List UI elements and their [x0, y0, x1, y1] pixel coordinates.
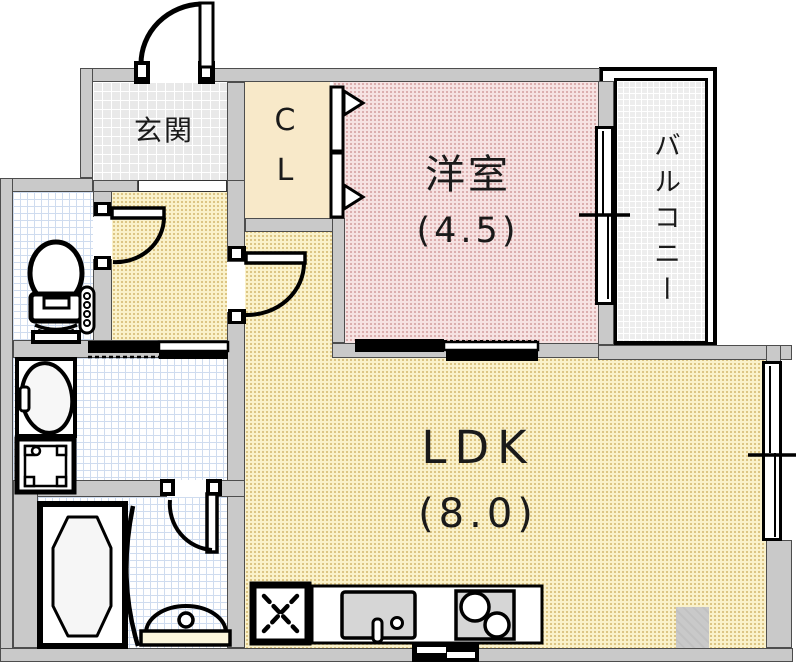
wall-left	[0, 178, 13, 662]
hall-ldk-doorway	[227, 262, 245, 312]
wall-bath-left-strip	[13, 480, 38, 648]
window-western-balcony	[595, 126, 614, 305]
genkan-step	[138, 180, 227, 192]
room-closet-label: C L	[274, 103, 296, 188]
wall-western-bottom	[332, 343, 600, 358]
wall-bottom	[0, 648, 793, 662]
wall-genkan-hall-band	[93, 180, 138, 192]
room-bathroom-floor	[38, 497, 230, 648]
room-ldk-label: LDK	[421, 421, 535, 474]
room-genkan-floor	[93, 82, 227, 180]
room-hall-floor	[112, 192, 228, 342]
wall-right-block	[766, 540, 792, 648]
wall-bath-top-right	[215, 480, 245, 497]
wall-toilet-hall	[93, 180, 112, 342]
wall-closet-bottom	[245, 218, 345, 232]
wall-mid-upper	[227, 180, 245, 262]
bathroom-doorway	[167, 480, 215, 497]
wall-western-left	[332, 218, 345, 343]
wall-step	[0, 178, 93, 192]
room-corridor-floor	[245, 230, 333, 358]
room-western-size: (4.5)	[416, 211, 520, 251]
room-ldk-label-block: LDK (8.0)	[333, 418, 623, 541]
room-toilet-floor	[13, 192, 93, 340]
wall-genkan-left	[80, 68, 93, 178]
room-balcony-label: バルコニー	[649, 131, 680, 311]
entrance-doorway	[149, 68, 199, 82]
room-ldk-size: (8.0)	[418, 490, 538, 537]
room-western-floor	[333, 82, 598, 343]
wall-balcony-bottom	[598, 345, 792, 360]
window-ldk	[762, 361, 782, 541]
room-washroom-floor	[13, 358, 228, 480]
toilet-doorway	[93, 217, 112, 259]
room-western-label: 洋室	[425, 152, 511, 198]
room-balcony-floor	[614, 78, 708, 344]
room-genkan-label: 玄関	[133, 114, 194, 147]
pillar	[676, 607, 709, 648]
room-closet-floor	[245, 82, 330, 218]
room-western-label-block: 洋室 (4.5)	[348, 148, 588, 255]
wall-wet-mid-band	[13, 340, 228, 358]
